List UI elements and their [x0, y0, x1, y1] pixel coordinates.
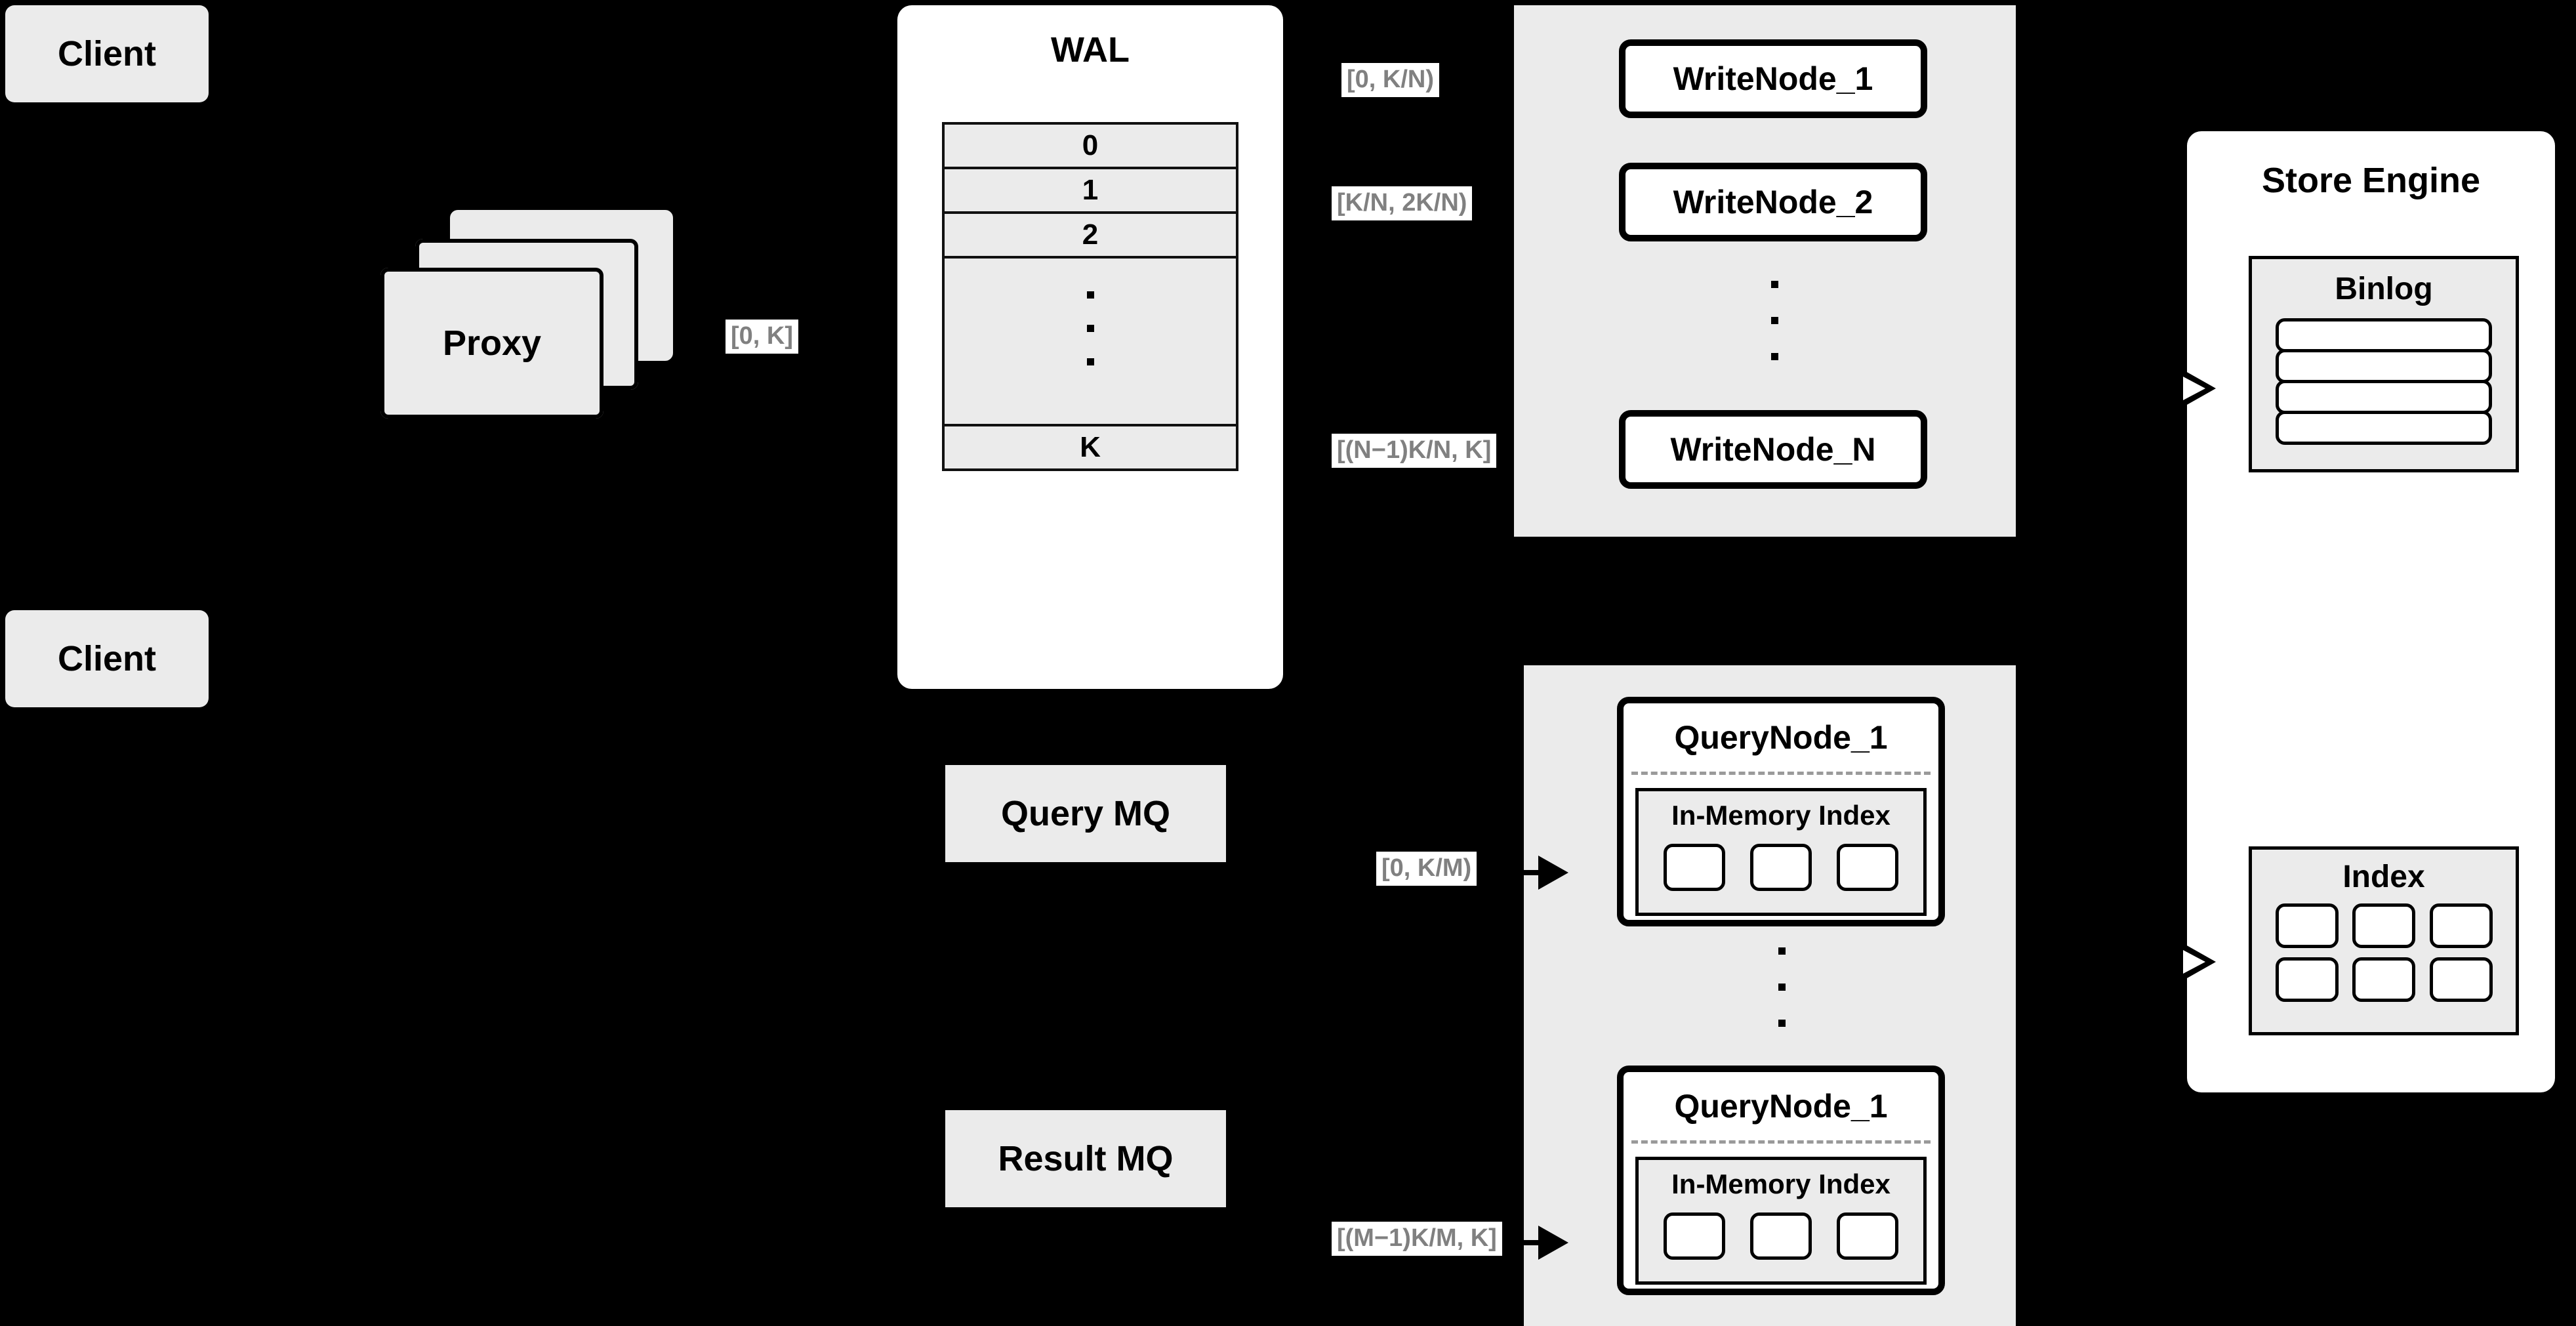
- wal-entry-2: 2: [942, 211, 1238, 259]
- index-cell: [2429, 903, 2493, 948]
- write-node-1[interactable]: WriteNode_1: [1619, 39, 1927, 118]
- binlog-box: Binlog: [2249, 256, 2519, 472]
- result-mq-box[interactable]: Result MQ: [945, 1110, 1226, 1207]
- wal-panel: WAL 0 1 2 K: [897, 5, 1283, 689]
- query-node-2-divider: [1631, 1140, 1931, 1144]
- wal-entry-0: 0: [942, 122, 1238, 169]
- wal-entry-1: 1: [942, 167, 1238, 214]
- query-node-2-label: QueryNode_1: [1674, 1088, 1888, 1125]
- index-cell: [2429, 957, 2493, 1002]
- query-node-1[interactable]: QueryNode_1 In-Memory Index: [1617, 697, 1945, 926]
- index-cell: [2352, 957, 2415, 1002]
- write-node-2-range-label: [K/N, 2K/N): [1332, 186, 1473, 220]
- query-mq-box[interactable]: Query MQ: [945, 765, 1226, 862]
- binlog-row: [2276, 318, 2492, 352]
- query-mq-label: Query MQ: [1000, 794, 1171, 833]
- index-row: [2252, 903, 2516, 948]
- query-node-1-in-memory-index: In-Memory Index: [1635, 788, 1927, 916]
- store-engine-panel: Store Engine Binlog Index: [2187, 131, 2555, 1092]
- index-cell: [2275, 903, 2339, 948]
- proxy-front-card[interactable]: Proxy: [380, 268, 603, 419]
- wal-entry-k: K: [942, 424, 1238, 471]
- write-cluster-ellipsis-icon: [1771, 281, 1778, 389]
- query-node-2[interactable]: QueryNode_1 In-Memory Index: [1617, 1066, 1945, 1295]
- binlog-row: [2276, 380, 2492, 414]
- vertical-ellipsis-icon: [945, 291, 1235, 365]
- write-node-n[interactable]: WriteNode_N: [1619, 410, 1927, 489]
- write-node-n-range-label: [(N−1)K/N, K]: [1332, 434, 1497, 468]
- query-node-1-index-segments: [1639, 840, 1923, 895]
- proxy-stack[interactable]: Proxy: [380, 210, 682, 433]
- query-node-1-index-title: In-Memory Index: [1671, 800, 1891, 831]
- query-cluster-container: QueryNode_1 In-Memory Index QueryNode_1 …: [1524, 665, 2016, 1326]
- query-node-2-index-segments: [1639, 1209, 1923, 1264]
- index-segment: [1750, 844, 1812, 891]
- write-node-2-label: WriteNode_2: [1673, 184, 1873, 220]
- wal-entry-ellipsis: [942, 256, 1238, 426]
- client-label-2: Client: [57, 639, 156, 678]
- wal-entry-table: 0 1 2 K: [942, 122, 1238, 471]
- query-node-1-label: QueryNode_1: [1674, 719, 1888, 756]
- client-box-2[interactable]: Client: [5, 610, 209, 707]
- proxy-label: Proxy: [442, 323, 542, 363]
- edge-label-client-to-wal: [0, K]: [726, 320, 798, 354]
- query-cluster-ellipsis-icon: [1778, 947, 1786, 1056]
- write-node-2[interactable]: WriteNode_2: [1619, 163, 1927, 241]
- binlog-title: Binlog: [2335, 271, 2433, 306]
- query-node-2-range-label: [(M−1)K/M, K]: [1332, 1222, 1502, 1256]
- write-node-1-range-label: [0, K/N): [1341, 63, 1439, 97]
- index-segment: [1837, 1212, 1898, 1260]
- index-segment: [1750, 1212, 1812, 1260]
- arrow-to-binlog: [2157, 371, 2242, 405]
- index-cell: [2275, 957, 2339, 1002]
- write-cluster-container: WriteNode_1 WriteNode_2 WriteNode_N: [1514, 5, 2016, 537]
- store-engine-title: Store Engine: [2261, 161, 2481, 200]
- write-node-1-label: WriteNode_1: [1673, 60, 1873, 97]
- index-cell: [2352, 903, 2415, 948]
- query-node-1-range-label: [0, K/M): [1376, 852, 1477, 886]
- query-node-1-divider: [1631, 772, 1931, 775]
- query-node-2-index-title: In-Memory Index: [1671, 1169, 1891, 1199]
- arrow-to-index: [2157, 945, 2242, 979]
- binlog-row: [2276, 349, 2492, 383]
- index-segment: [1664, 1212, 1725, 1260]
- client-label-1: Client: [57, 34, 156, 73]
- index-title: Index: [2342, 859, 2425, 894]
- result-mq-label: Result MQ: [998, 1139, 1174, 1178]
- client-box-1[interactable]: Client: [5, 5, 209, 102]
- index-segment: [1837, 844, 1898, 891]
- binlog-row: [2276, 411, 2492, 445]
- index-segment: [1664, 844, 1725, 891]
- index-box: Index: [2249, 846, 2519, 1035]
- binlog-rows: [2252, 318, 2516, 445]
- query-node-2-in-memory-index: In-Memory Index: [1635, 1157, 1927, 1285]
- wal-title: WAL: [1051, 30, 1130, 70]
- index-row: [2252, 957, 2516, 1002]
- write-node-n-label: WriteNode_N: [1670, 431, 1876, 468]
